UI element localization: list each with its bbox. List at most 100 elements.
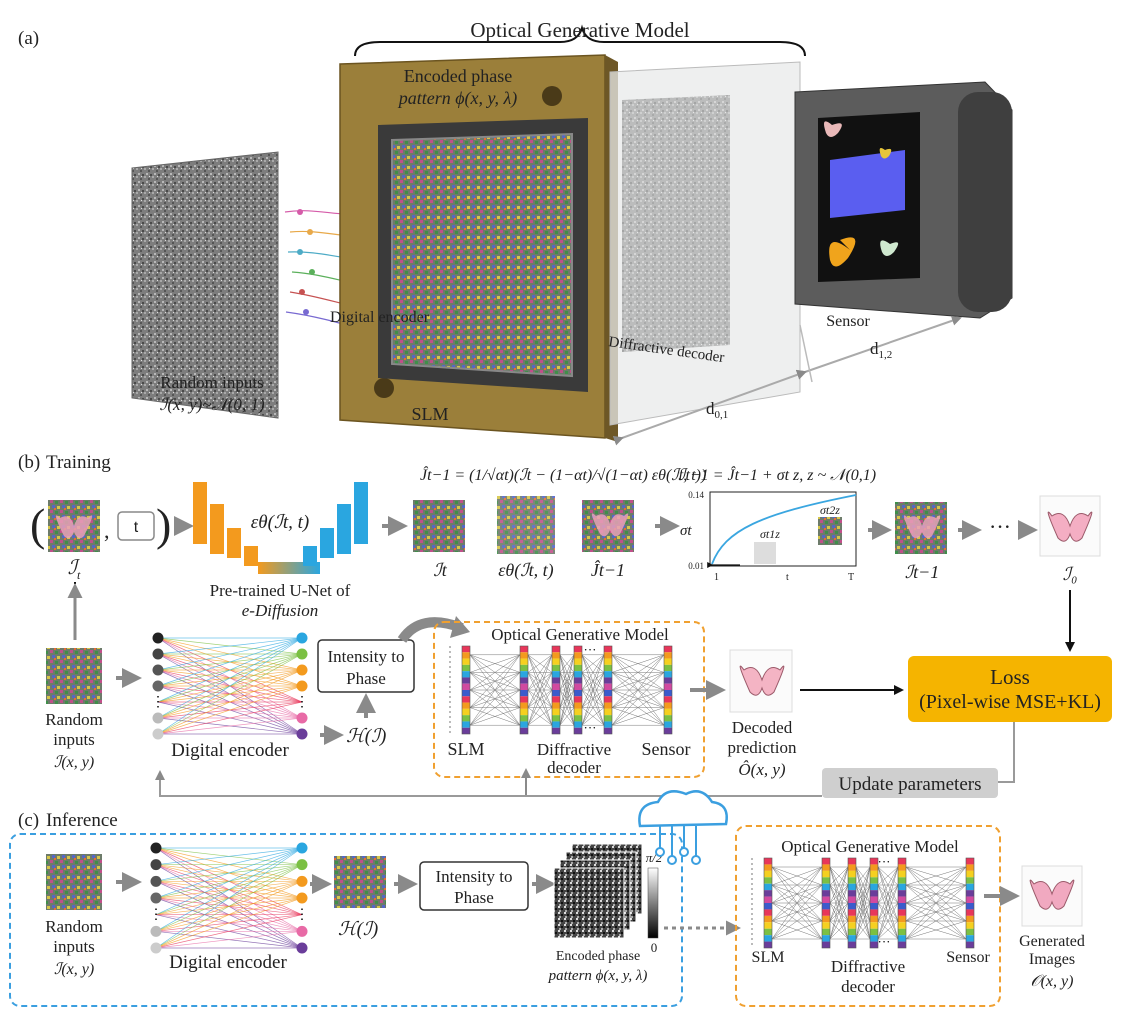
- layer-pixel: [552, 690, 560, 697]
- diffraction-ray: [829, 866, 849, 940]
- layer-pixel: [664, 690, 672, 697]
- encoder-connection: [155, 930, 303, 949]
- layer-pixel: [848, 858, 856, 865]
- denoise-equation: Ĵt−1 = (1/√αt)(ℐt − (1−αt)/√(1−αt) εθ(ℐt…: [420, 465, 706, 484]
- intensity-to-phase-label: Intensity to: [436, 867, 513, 886]
- digital-encoder-network: ⋮⋮: [149, 842, 309, 954]
- layer-pixel: [604, 658, 612, 665]
- layer-pixel: [764, 941, 772, 948]
- butterfly-icon: [739, 665, 785, 696]
- layer-pixel: [898, 896, 906, 903]
- tick-t: t: [786, 572, 789, 583]
- layer-pixel: [520, 702, 528, 709]
- layer-outline: [603, 645, 613, 735]
- tick-1: 1: [714, 572, 719, 583]
- diffractive-decoder-label-2: decoder: [841, 977, 895, 996]
- layer-pixel: [520, 664, 528, 672]
- cap-eps: εθ(ℐt, t): [498, 560, 553, 581]
- layer-pixel: [664, 708, 672, 716]
- layer-pixel: [520, 671, 528, 678]
- diffraction-ray: [527, 654, 553, 673]
- layer-pixel: [664, 727, 672, 734]
- layer-pixel: [822, 935, 830, 942]
- loss-label: Loss: [990, 665, 1030, 689]
- layer-pixel: [520, 646, 528, 653]
- layer-pixel: [462, 715, 470, 722]
- update-path: [996, 722, 1015, 783]
- layer-pixel: [966, 858, 974, 865]
- layer-pixel: [764, 909, 772, 916]
- layer-pixel: [574, 664, 582, 672]
- encoder-connection: [155, 914, 303, 949]
- layer-pixel: [898, 890, 906, 897]
- layer-pixel: [848, 877, 856, 884]
- decoded-label: Decoded: [732, 718, 793, 737]
- layer-outline: [551, 645, 561, 735]
- sigma-t2-image: [818, 517, 842, 545]
- cloud-icon: [638, 790, 728, 865]
- layer-pixel: [966, 864, 974, 871]
- diffraction-ray: [611, 672, 665, 726]
- layer-pixel: [870, 941, 878, 948]
- diffraction-ray: [771, 866, 823, 940]
- encoded-phase-label: Encoded phase: [556, 949, 640, 964]
- layer-outline: [519, 645, 529, 735]
- layer-pixel: [966, 896, 974, 903]
- layer-pixel: [966, 915, 974, 923]
- input-node: [152, 664, 164, 676]
- input-node: [152, 728, 164, 740]
- paren-close: ): [156, 499, 171, 550]
- layer-pixel: [604, 721, 612, 728]
- diffraction-ray: [855, 866, 871, 922]
- diffractive-decoder-label: Diffractive: [537, 740, 611, 759]
- diffraction-ray: [469, 707, 521, 726]
- layer-pixel: [552, 683, 560, 690]
- diffraction-ray: [829, 866, 849, 922]
- layer-pixel: [462, 658, 470, 665]
- random-inputs-dist: ℐ(x, y)~𝒩(0, 1): [159, 395, 265, 414]
- slm-screw-hole: [374, 378, 394, 398]
- diffraction-ray: [581, 654, 605, 726]
- layer-pixel: [898, 928, 906, 936]
- output-node: [296, 728, 308, 740]
- diffraction-ray: [559, 689, 575, 726]
- input-node: [152, 712, 164, 724]
- layer-pixel: [764, 896, 772, 903]
- encoder-connection: [155, 847, 303, 932]
- diffraction-ray: [771, 866, 823, 886]
- layer-pixel: [870, 896, 878, 903]
- layer-pixel: [574, 646, 582, 653]
- butterfly-icon: [1047, 511, 1093, 542]
- random-inputs-label: Random inputs: [160, 373, 263, 392]
- output-node: [296, 892, 308, 904]
- layer-pixel: [462, 690, 470, 697]
- random-input-image: [46, 648, 102, 704]
- layer-pixel: [574, 683, 582, 690]
- diffraction-ray: [527, 654, 553, 708]
- layer-pixel: [520, 696, 528, 703]
- diffraction-ray: [559, 672, 575, 726]
- encoded-phase-label: Encoded phase: [404, 66, 512, 86]
- layer-pixel: [822, 922, 830, 929]
- layer-pixel: [520, 658, 528, 665]
- input-node: [150, 842, 162, 854]
- layer-pixel: [848, 896, 856, 903]
- layer-pixel: [822, 883, 830, 891]
- layer-pixel: [552, 646, 560, 653]
- layer-pixel: [870, 864, 878, 871]
- layer-pixel: [664, 721, 672, 728]
- layer-pixel: [764, 858, 772, 865]
- intensity-to-phase-label: Intensity to: [328, 647, 405, 666]
- layer-pixel: [520, 652, 528, 659]
- diffraction-ray: [581, 707, 605, 726]
- ellipsis-vertical: ⋮: [295, 695, 309, 710]
- encoder-connection: [157, 717, 303, 735]
- encoder-connection: [155, 847, 303, 949]
- random-inputs-formula: ℐ(x, y): [54, 754, 94, 771]
- layer-pixel: [966, 903, 974, 910]
- layer-pixel: [848, 928, 856, 936]
- diffraction-ray: [581, 654, 605, 708]
- diffraction-ray: [855, 866, 871, 904]
- layer-pixel: [664, 702, 672, 709]
